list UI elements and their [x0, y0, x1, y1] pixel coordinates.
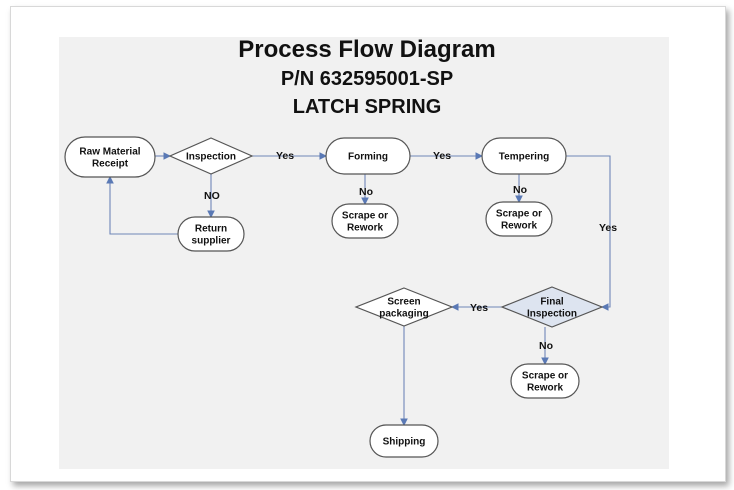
node-inspection: Inspection: [168, 137, 254, 175]
node-label: packaging: [379, 309, 428, 320]
node-forming: Forming: [325, 137, 411, 175]
document-page: [10, 6, 726, 482]
node-label: Rework: [501, 221, 538, 232]
node-label: Screen: [387, 297, 420, 308]
edge-tempering-to-final: [566, 155, 611, 311]
terminal-shape: [177, 216, 245, 252]
node-label: Shipping: [383, 437, 426, 448]
edge-label-yes-final-screen: Yes: [470, 302, 488, 314]
flow-connectors: [106, 152, 611, 427]
node-label: supplier: [192, 236, 231, 247]
terminal-shape: [64, 136, 156, 178]
decision-shape: [354, 287, 454, 327]
node-label: Inspection: [527, 309, 577, 320]
terminal-shape: [510, 363, 580, 399]
node-tempering: Tempering: [481, 137, 567, 175]
edge-label-yes-inspection-forming: Yes: [276, 150, 294, 162]
node-label: Inspection: [186, 152, 236, 163]
terminal-shape: [325, 137, 411, 175]
terminal-shape: [485, 201, 553, 237]
decision-shape: [168, 137, 254, 175]
edge-label-no-final-scrape: No: [539, 340, 553, 352]
node-shipping: Shipping: [369, 424, 439, 458]
node-label: Raw Material: [79, 147, 140, 158]
terminal-shape: [331, 203, 399, 239]
terminal-shape: [369, 424, 439, 458]
node-label: Forming: [348, 152, 388, 163]
node-label: Receipt: [92, 159, 129, 170]
node-label: Scrape or: [342, 211, 388, 222]
diagram-title: Process Flow Diagram: [238, 36, 496, 63]
part-number: P/N 632595001-SP: [280, 68, 454, 90]
node-label: Scrape or: [522, 371, 568, 382]
edge-label-no-forming-scrape: No: [359, 186, 373, 198]
node-label: Rework: [527, 383, 564, 394]
edge-label-yes-tempering-final: Yes: [599, 222, 617, 234]
node-label: Tempering: [499, 152, 549, 163]
edge-label-no-inspection-return: NO: [204, 190, 220, 202]
decision-shape: [500, 286, 604, 328]
edge-return-to-raw: [106, 175, 178, 235]
terminal-shape: [481, 137, 567, 175]
edge-label-no-tempering-scrape: No: [513, 184, 527, 196]
node-label: Scrape or: [496, 209, 542, 220]
node-label: Return: [195, 224, 227, 235]
edge-label-yes-forming-tempering: Yes: [433, 150, 451, 162]
node-label: Final: [540, 297, 564, 308]
part-name: LATCH SPRING: [292, 96, 442, 118]
node-label: Rework: [347, 223, 384, 234]
